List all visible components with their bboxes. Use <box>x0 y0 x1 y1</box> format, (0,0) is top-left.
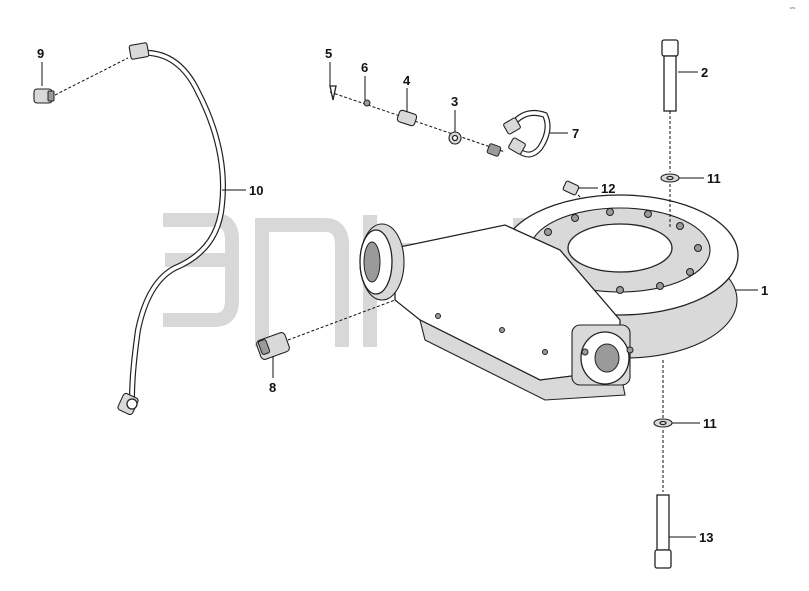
callout-1: 1 <box>761 283 768 298</box>
callout-12: 12 <box>601 181 615 196</box>
callout-4: 4 <box>403 73 411 88</box>
callout-3: 3 <box>451 94 458 109</box>
callout-8: 8 <box>269 380 276 395</box>
fitting-elbow <box>33 57 129 104</box>
slew-drive-assembly <box>359 194 739 401</box>
callout-11-bottom: 11 <box>703 416 717 431</box>
callout-labels: 1 2 3 4 5 6 7 8 9 10 11 11 12 13 <box>37 46 768 545</box>
callout-6: 6 <box>361 60 368 75</box>
bolt-top <box>660 39 680 228</box>
callout-10: 10 <box>249 183 263 198</box>
callout-11-top: 11 <box>707 171 721 186</box>
callout-9: 9 <box>37 46 44 61</box>
callout-5: 5 <box>325 46 332 61</box>
corner-mark: ᵉ⁵¹ <box>790 6 796 12</box>
hydraulic-hose-long <box>117 42 226 416</box>
bolt-bottom <box>653 360 673 569</box>
hydraulic-hose-short <box>503 110 551 158</box>
small-parts-row <box>329 85 506 157</box>
fitting-adapter <box>256 299 396 360</box>
callout-2: 2 <box>701 65 708 80</box>
callout-leaders <box>41 62 758 538</box>
callout-13: 13 <box>699 530 713 545</box>
callout-7: 7 <box>572 126 579 141</box>
